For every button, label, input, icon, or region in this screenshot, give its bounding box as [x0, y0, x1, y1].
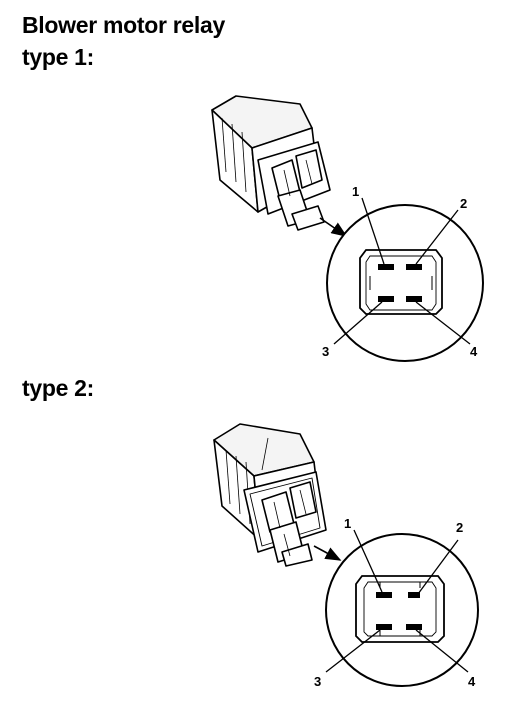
type-1-label: type 1:	[22, 44, 95, 70]
pin-4-label-type-1: 4	[470, 344, 478, 359]
pin-3-label-type-1: 3	[322, 344, 329, 359]
pin-4-label-type-2: 4	[468, 674, 476, 689]
leader-lines-type-1	[333, 197, 471, 345]
pin-3-label-type-2: 3	[314, 674, 321, 689]
pin-2-label-type-2: 2	[456, 520, 463, 535]
leader-lines-type-2	[325, 529, 469, 673]
pointer-arrow-type-2	[313, 545, 342, 561]
magnified-view-type-2	[325, 533, 479, 687]
relay-type-2-illustration	[213, 423, 327, 567]
pin-2-label-type-1: 2	[460, 196, 467, 211]
pin-1-label-type-1: 1	[352, 184, 359, 199]
pin-1-label-type-2: 1	[344, 516, 351, 531]
magnified-view-type-1	[326, 204, 484, 362]
type-2-label: type 2:	[22, 375, 95, 401]
relay-type-1-illustration	[211, 95, 331, 231]
page-title: Blower motor relay	[22, 12, 225, 38]
pointer-arrow-type-1	[319, 217, 348, 237]
